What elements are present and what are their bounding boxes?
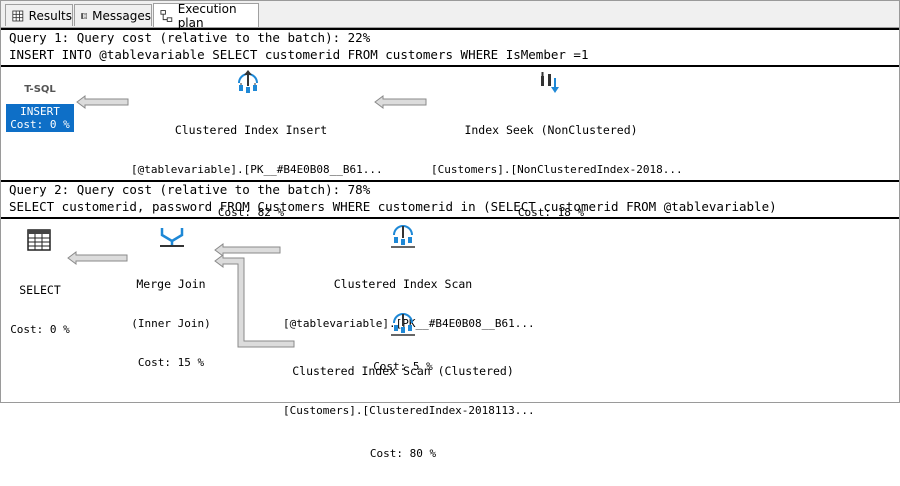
tab-messages-label: Messages (92, 8, 151, 23)
tab-execution-plan-label: Execution plan (177, 1, 237, 30)
flow-arrow-scan2-to-merge (214, 254, 295, 348)
select-cost: Cost: 0 % (10, 323, 70, 336)
insert-label: INSERT (20, 105, 60, 118)
clustered-index-scan-tablevariable-operator[interactable]: Clustered Index Scan [@tablevariable].[P… (283, 252, 535, 399)
tab-execution-plan[interactable]: Execution plan (153, 1, 259, 30)
select-result-icon[interactable] (27, 229, 51, 251)
merge-sub: (Inner Join) (131, 317, 211, 330)
query2-bottom-separator (1, 217, 899, 219)
execution-plan-window: Results Messages Execution plan Query 1:… (0, 0, 900, 460)
insert-operator[interactable]: INSERT Cost: 0 % (6, 104, 74, 132)
merge-join-icon[interactable] (159, 225, 185, 249)
index-seek-icon[interactable] (538, 70, 562, 96)
cis1-title: Clustered Index Scan (333, 277, 473, 291)
query2-sql: SELECT customerid, password FROM Custome… (9, 199, 777, 214)
clustered-index-insert-icon[interactable] (234, 70, 262, 96)
tab-messages[interactable]: Messages (74, 4, 152, 26)
query1-bottom-separator (1, 65, 899, 67)
grid-icon (12, 10, 24, 21)
plan-icon (160, 9, 173, 22)
seek-title: Index Seek (NonClustered) (464, 123, 638, 137)
tab-results[interactable]: Results (5, 4, 73, 26)
flow-arrow-seek-to-cii (374, 95, 427, 109)
cis2-cost: Cost: 80 % (369, 447, 437, 460)
clustered-index-scan-icon[interactable] (389, 311, 417, 337)
results-tab-bar: Results Messages Execution plan (1, 1, 899, 30)
select-operator[interactable]: SELECT Cost: 0 % (6, 258, 74, 362)
cis1-cost: Cost: 5 % (373, 360, 433, 373)
merge-cost: Cost: 15 % (137, 356, 205, 369)
flow-arrow-cii-to-insert (76, 95, 129, 109)
merge-join-operator[interactable]: Merge Join (Inner Join) Cost: 15 % (121, 252, 221, 395)
messages-icon (81, 12, 87, 19)
tsql-icon: T-SQL (24, 84, 56, 95)
cis2-object: [Customers].[ClusteredIndex-2018113... (283, 404, 535, 417)
query1-top-separator (1, 28, 899, 30)
flow-arrow-merge-to-select (67, 251, 128, 265)
select-label: SELECT (19, 283, 61, 297)
insert-cost: Cost: 0 % (10, 118, 70, 131)
clustered-index-insert-operator[interactable]: Clustered Index Insert [@tablevariable].… (131, 98, 383, 245)
cis2-title: Clustered Index Scan (Clustered) (292, 364, 514, 378)
query2-header: Query 2: Query cost (relative to the bat… (9, 182, 371, 197)
query1-header: Query 1: Query cost (relative to the bat… (9, 30, 371, 45)
clustered-index-scan-icon[interactable] (389, 223, 417, 249)
cis1-object: [@tablevariable].[PK__#B4E0B08__B61... (283, 317, 535, 330)
query1-sql: INSERT INTO @tablevariable SELECT custom… (9, 47, 589, 62)
cii-title: Clustered Index Insert (174, 123, 328, 137)
seek-object: [Customers].[NonClusteredIndex-2018... (431, 163, 683, 176)
query2-top-separator (1, 180, 899, 182)
seek-cost: Cost: 18 % (517, 206, 585, 219)
tab-results-label: Results (28, 8, 72, 23)
cii-cost: Cost: 82 % (217, 206, 285, 219)
cii-object: [@tablevariable].[PK__#B4E0B08__B61... (131, 163, 383, 176)
clustered-index-scan-customers-operator[interactable]: Clustered Index Scan (Clustered) [Custom… (283, 339, 535, 486)
index-seek-operator[interactable]: Index Seek (NonClustered) [Customers].[N… (431, 98, 683, 245)
merge-title: Merge Join (136, 277, 206, 291)
